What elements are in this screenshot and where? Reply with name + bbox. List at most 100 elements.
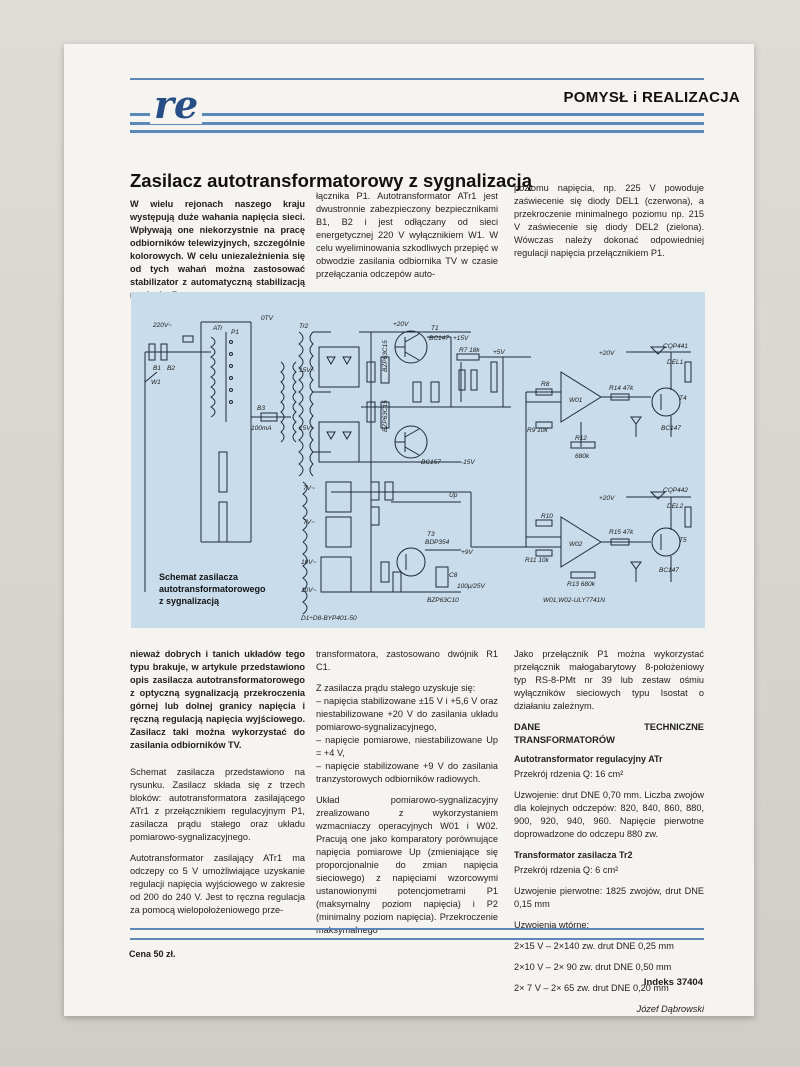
schematic-drawing: 220V~ B1 B2 ATr P1 0TV W1 B3 100mA Tr2 1… bbox=[144, 315, 692, 622]
tech-data-heading: DANE TECHNICZNE TRANSFORMATORÓW bbox=[514, 722, 704, 745]
caption-line-1: Schemat zasilacza bbox=[159, 572, 239, 582]
label-r12: R12 bbox=[575, 435, 587, 442]
transformer-secondary: Uzwojenia wtórne: bbox=[514, 920, 590, 930]
article-title: Zasilacz autotransformatorowy z sygnaliz… bbox=[130, 170, 532, 191]
label-b3-value: 100mA bbox=[251, 425, 272, 432]
body-column-1: nieważ dobrych i tanich układów tego typ… bbox=[130, 648, 305, 925]
para-10: Jako przełącznik P1 można wykorzystać pr… bbox=[514, 649, 704, 711]
magazine-logo: re bbox=[150, 86, 203, 124]
label-r9: R9 10k bbox=[527, 427, 548, 434]
header-rule-2 bbox=[130, 122, 704, 125]
intro-column-3: poziomu napięcia, np. 225 V powoduje zaś… bbox=[514, 183, 704, 258]
label-cqp441: CQP441 bbox=[663, 343, 688, 350]
label-7v: 7V~ bbox=[303, 485, 315, 492]
header-rule-3 bbox=[130, 130, 704, 133]
body-column-3: Jako przełącznik P1 można wykorzystać pr… bbox=[514, 648, 704, 1016]
price: Cena 50 zł. bbox=[129, 949, 176, 959]
label-plus9v: +9V bbox=[461, 549, 473, 556]
label-d1-d8: D1÷D8-BYP401-50 bbox=[301, 615, 357, 622]
label-bc157: BC157 bbox=[421, 459, 441, 466]
winding-15v: 2×15 V – 2×140 zw. drut DNE 0,25 mm bbox=[514, 941, 674, 951]
label-c8-value: 100μ/25V bbox=[457, 583, 485, 590]
para-1: nieważ dobrych i tanich układów tego typ… bbox=[130, 649, 305, 750]
winding-10v: 2×10 V – 2× 90 zw. drut DNE 0,50 mm bbox=[514, 962, 672, 972]
label-220v: 220V~ bbox=[152, 322, 172, 329]
label-plus20v: +20V bbox=[393, 321, 409, 328]
label-w01: W01 bbox=[569, 397, 583, 404]
para-3: Autotransformator zasilający ATr1 ma odc… bbox=[130, 853, 305, 915]
transformer-core: Przekrój rdzenia Q: 6 cm² bbox=[514, 865, 619, 875]
transformer-primary: Uzwojenie pierwotne: 1825 zwojów, drut D… bbox=[514, 886, 704, 909]
label-p1: P1 bbox=[231, 329, 239, 336]
label-tr2: Tr2 bbox=[299, 323, 309, 330]
schematic-labels: 220V~ B1 B2 ATr P1 0TV W1 B3 100mA Tr2 1… bbox=[151, 315, 688, 622]
transformer-heading: Transformator zasilacza Tr2 bbox=[514, 850, 633, 860]
label-plus15v: +15V bbox=[453, 335, 469, 342]
para-7: – napięcie pomiarowe, niestabilizowane U… bbox=[316, 735, 498, 758]
winding-7v: 2× 7 V – 2× 65 zw. drut DNE 0,20 mm bbox=[514, 983, 669, 993]
index-number: Indeks 37404 bbox=[643, 977, 703, 988]
autotransformer-heading: Autotransformator regulacyjny ATr bbox=[514, 754, 663, 764]
circuit-schematic: 220V~ B1 B2 ATr P1 0TV W1 B3 100mA Tr2 1… bbox=[131, 292, 705, 628]
label-up: Up bbox=[449, 492, 458, 499]
autotransformer-winding: Uzwojenie: drut DNE 0,70 mm. Liczba zwoj… bbox=[514, 790, 704, 839]
label-plus5v: +5V bbox=[493, 349, 505, 356]
label-r10: R10 bbox=[541, 513, 553, 520]
label-b1: B1 bbox=[153, 365, 161, 372]
intro-column-1: W wielu rejonach naszego kraju występują… bbox=[130, 199, 305, 300]
para-2: Schemat zasilacza przedstawiono na rysun… bbox=[130, 767, 305, 842]
label-plus20v-b: +20V bbox=[599, 350, 615, 357]
label-0tv: 0TV bbox=[261, 315, 274, 322]
para-5: Z zasilacza prądu stałego uzyskuje się: bbox=[316, 683, 476, 693]
label-10v: 10V~ bbox=[301, 559, 317, 566]
para-4: transformatora, zastosowano dwójnik R1 C… bbox=[316, 649, 498, 672]
para-9: Układ pomiarowo-sygnalizacyjny zrealizow… bbox=[316, 795, 498, 935]
label-t1: T1 bbox=[431, 325, 439, 332]
label-7v-2: 7V~ bbox=[303, 519, 315, 526]
label-b3: B3 bbox=[257, 405, 265, 412]
intro-column-2: łącznika P1. Autotransformator ATr1 jest… bbox=[316, 191, 498, 279]
label-10v-2: 10V~ bbox=[301, 587, 317, 594]
label-del2: DEL2 bbox=[667, 503, 684, 510]
label-w02: W02 bbox=[569, 541, 583, 548]
label-r11: R11 10k bbox=[525, 557, 549, 564]
label-del1: DEL1 bbox=[667, 359, 684, 366]
footer-rule-2 bbox=[130, 938, 704, 940]
label-t5: T5 bbox=[679, 537, 687, 544]
header-rule-1 bbox=[130, 113, 704, 116]
label-c8: C8 bbox=[449, 572, 458, 579]
label-15v: 15V~ bbox=[299, 367, 315, 374]
label-minus15v: -15V bbox=[461, 459, 475, 466]
label-w1: W1 bbox=[151, 379, 161, 386]
label-15v-2: 15V~ bbox=[299, 425, 315, 432]
label-bdp354: BDP354 bbox=[425, 539, 450, 546]
schematic-caption: Schemat zasilacza autotransformatorowego… bbox=[159, 571, 266, 607]
section-title: POMYSŁ i REALIZACJA bbox=[557, 89, 740, 106]
label-plus20v-c: +20V bbox=[599, 495, 615, 502]
header-rule-top bbox=[130, 78, 704, 80]
label-bzp3: BZP63C10 bbox=[427, 597, 459, 604]
caption-line-2: autotransformatorowego bbox=[159, 584, 266, 594]
label-bc147: BC147 bbox=[429, 335, 449, 342]
autotransformer-core: Przekrój rdzenia Q: 16 cm² bbox=[514, 769, 624, 779]
label-r13: R13 680k bbox=[567, 581, 596, 588]
label-b2: B2 bbox=[167, 365, 175, 372]
label-atr: ATr bbox=[212, 325, 223, 332]
para-6: – napięcia stabilizowane ±15 V i +5,6 V … bbox=[316, 696, 498, 732]
label-bzp1: BZP63C15 bbox=[382, 340, 389, 372]
label-bc147-t5: BC147 bbox=[659, 567, 679, 574]
label-bzp2: BZP63C15 bbox=[382, 400, 389, 432]
label-r8: R8 bbox=[541, 381, 550, 388]
label-r7: R7 18k bbox=[459, 347, 480, 354]
label-t4: T4 bbox=[679, 395, 687, 402]
label-r15: R15 47k bbox=[609, 529, 634, 536]
label-t3: T3 bbox=[427, 531, 435, 538]
label-ul7741: W01,W02-ULY7741N bbox=[543, 597, 605, 604]
author: Józef Dąbrowski bbox=[636, 1004, 704, 1014]
label-bc147-t4: BC147 bbox=[661, 425, 681, 432]
label-r12-value: 680k bbox=[575, 453, 590, 460]
label-r14: R14 47k bbox=[609, 385, 634, 392]
footer-rule-1 bbox=[130, 928, 704, 930]
para-8: – napięcie stabilizowane +9 V do zasilan… bbox=[316, 761, 498, 784]
body-column-2: transformatora, zastosowano dwójnik R1 C… bbox=[316, 648, 498, 945]
